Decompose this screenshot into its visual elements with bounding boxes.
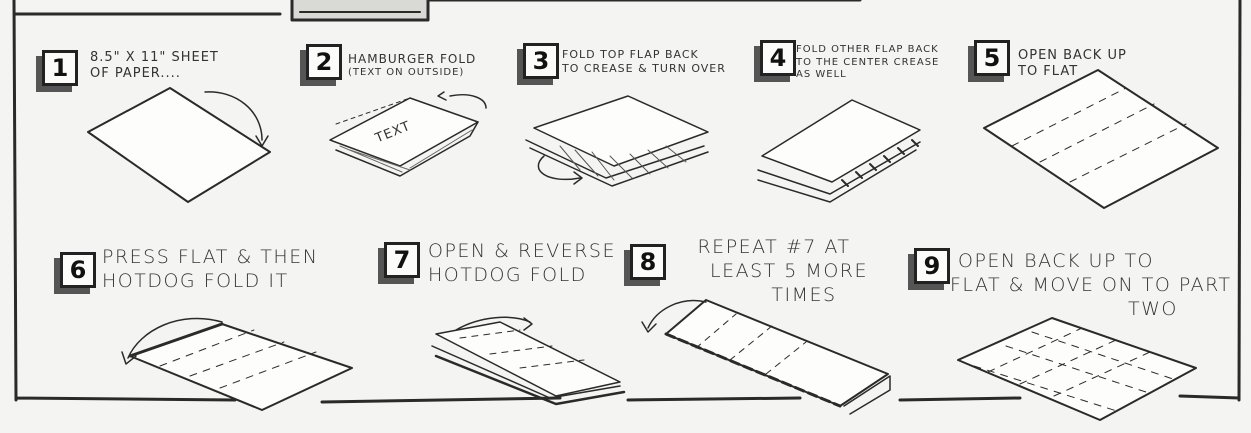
step1-line2: of paper....	[90, 66, 219, 82]
step9-caption: Open back up to flat & move on to part t…	[958, 250, 1232, 321]
step7-line1: Open & reverse	[428, 240, 616, 264]
step3-paper	[526, 96, 708, 186]
step4-line2: to the center crease	[796, 57, 939, 70]
step1-number: 1	[42, 50, 78, 86]
step6-number: 6	[60, 252, 96, 288]
step5-line2: to flat	[1018, 64, 1127, 80]
title-tab	[292, 0, 428, 20]
step3-number: 3	[523, 43, 559, 79]
step3-line2: to crease & turn over	[562, 62, 726, 76]
step2-line1: Hamburger Fold	[348, 52, 476, 67]
step9-line2: flat & move on to part	[950, 274, 1232, 298]
step4-line1: Fold other flap back	[796, 44, 939, 57]
step4-caption: Fold other flap back to the center creas…	[796, 44, 939, 82]
step9-line1: Open back up to	[958, 250, 1232, 274]
step9-line3: two	[1128, 298, 1232, 322]
step5-line1: Open back up	[1018, 48, 1127, 64]
step6-paper	[122, 318, 352, 410]
step9-number: 9	[914, 248, 950, 284]
step7-paper	[432, 317, 624, 404]
step5-caption: Open back up to flat	[1018, 48, 1127, 81]
step1-line1: 8.5" x 11" sheet	[90, 50, 219, 66]
step4-line3: as well	[796, 69, 939, 82]
step6-line2: HotDog fold it	[102, 270, 318, 294]
step5-number: 5	[974, 40, 1010, 76]
step8-line3: times	[740, 284, 868, 308]
step5-paper	[984, 70, 1218, 208]
step2-number: 2	[306, 44, 342, 80]
step6-line1: Press flat & then	[102, 246, 318, 270]
step7-caption: Open & reverse HotDog fold	[428, 240, 616, 288]
step4-number: 4	[760, 40, 796, 76]
step9-paper	[958, 318, 1196, 420]
step7-line2: HotDog fold	[428, 264, 616, 288]
step2-line2: (text on outside)	[348, 67, 476, 80]
step4-paper	[758, 100, 920, 202]
step3-caption: Fold top flap back to crease & turn over	[562, 48, 726, 76]
step8-line2: least 5 more	[710, 260, 868, 284]
step6-caption: Press flat & then HotDog fold it	[102, 246, 318, 294]
step2-caption: Hamburger Fold (text on outside)	[348, 52, 476, 80]
step8-line1: Repeat #7 at	[680, 236, 868, 260]
step1-paper	[88, 88, 270, 202]
step7-number: 7	[384, 242, 420, 278]
step3-line1: Fold top flap back	[562, 48, 726, 62]
step1-caption: 8.5" x 11" sheet of paper....	[90, 50, 219, 83]
step8-number: 8	[630, 244, 666, 280]
step8-caption: Repeat #7 at least 5 more times	[680, 236, 868, 307]
